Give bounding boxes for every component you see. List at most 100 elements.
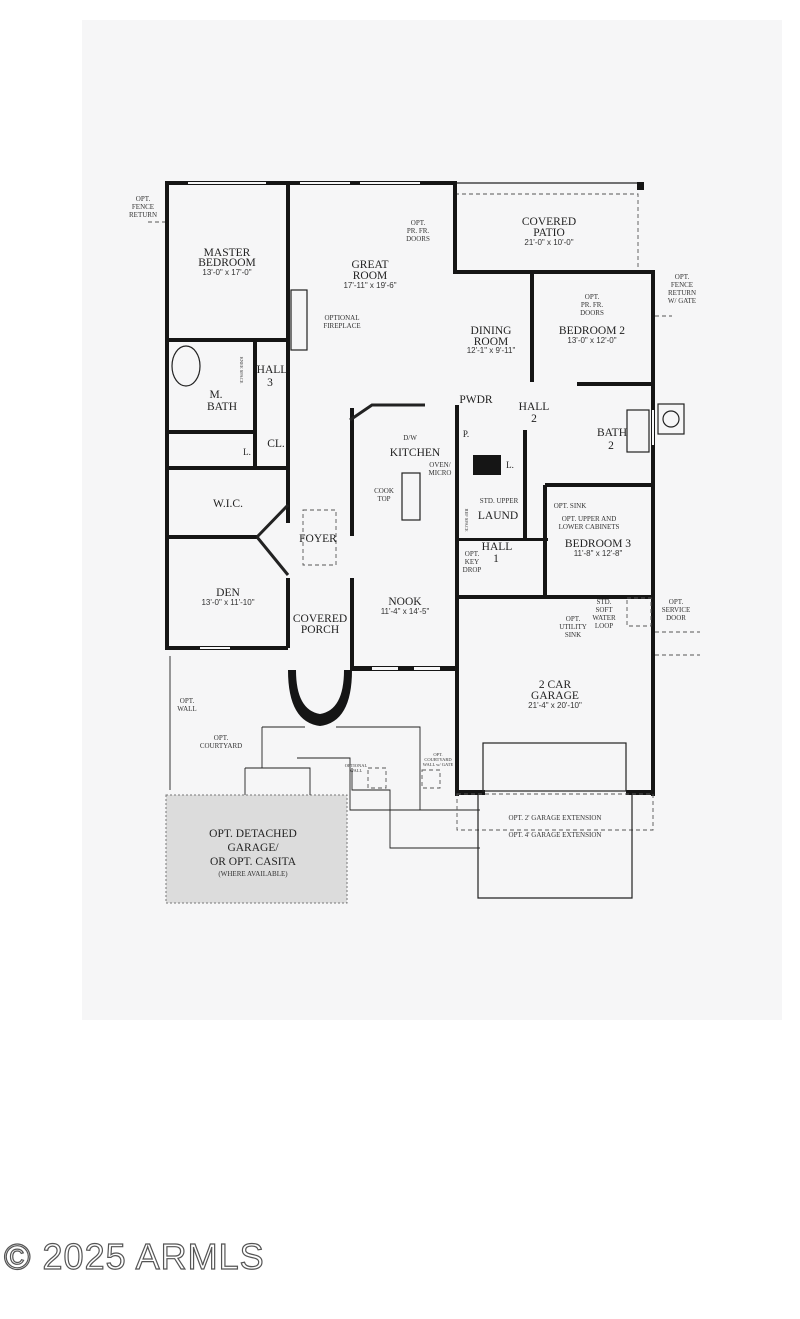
plan-note: OPT. (411, 219, 426, 227)
hall-3-label-2: 3 (267, 377, 273, 389)
plan-note: OPT. SINK (554, 502, 587, 510)
plan-note: DOOR (666, 614, 686, 622)
dining-label-2: ROOM (474, 336, 509, 348)
plan-note: UTILITY (559, 623, 587, 631)
hall-2-label-2: 2 (531, 413, 537, 425)
plan-note: REF SPACE (464, 509, 469, 532)
plan-note: OPT. (585, 293, 600, 301)
master-bedroom-label-2: BEDROOM (198, 257, 256, 269)
garage-label-2: GARAGE (531, 690, 579, 702)
plan-note: DROP (463, 566, 482, 574)
plan-note: FENCE (132, 203, 154, 211)
patio-post (637, 182, 644, 190)
tub-icon (171, 345, 201, 387)
plan-note: OPT. (675, 273, 690, 281)
plan-note: SINK (565, 631, 581, 639)
plan-note: W/ GATE (668, 297, 696, 305)
linen-label-2: L. (506, 460, 514, 470)
den-dim: 13'-0" x 11'-10" (201, 598, 254, 607)
plan-note: LOWER CABINETS (559, 523, 620, 531)
dining-label: DINING (471, 325, 512, 337)
hall-2-label: HALL (519, 401, 550, 413)
plan-note: LOOP (595, 622, 613, 630)
hall-3-label: HALL (257, 364, 288, 376)
plan-note: WALL (177, 705, 196, 713)
plan-notes: OPT. FENCE RETURN OPT. FENCE RETURN W/ G… (129, 195, 696, 878)
plan-note: OPT. DETACHED (209, 828, 297, 840)
great-room-label-2: ROOM (353, 270, 388, 282)
garage-label: 2 CAR (539, 679, 572, 691)
master-bedroom-label: MASTER (204, 247, 251, 259)
plan-note: OPT. (180, 697, 195, 705)
plan-note: OPT. (433, 752, 442, 757)
plan-note: KEY (465, 558, 479, 566)
plan-note: FENCE (671, 281, 693, 289)
bath-2-label: BATH (597, 427, 627, 439)
hall-1-label-2: 1 (493, 553, 499, 565)
angled-walls (255, 403, 425, 576)
plan-note: TOP (377, 495, 390, 503)
porch-label-2: PORCH (301, 624, 339, 636)
patio-dim: 21'-0" x 10'-0" (524, 238, 573, 247)
plan-note: OPT. UPPER AND (562, 515, 617, 523)
kitchen-label: KITCHEN (390, 447, 441, 459)
plan-note: SOFT (595, 606, 613, 614)
plan-note: WALL w/ GATE (423, 762, 454, 767)
garage-extension-4ft (477, 795, 633, 899)
ac-fan-icon (662, 410, 680, 428)
bedroom-2-dim: 13'-0" x 12'-0" (567, 336, 616, 345)
plan-note: (WHERE AVAILABLE) (218, 870, 288, 878)
plan-note: FIREPLACE (323, 322, 360, 330)
plan-note: STD. (597, 598, 612, 606)
nook-label: NOOK (388, 596, 422, 608)
plan-note: KNEE SPACE (239, 357, 244, 384)
plan-note: WALL (350, 768, 363, 773)
plan-note: WATER (592, 614, 616, 622)
garage-door (482, 742, 627, 792)
porch-arch (288, 670, 352, 726)
plan-note: OPT. (669, 598, 684, 606)
detached-garage-area (165, 794, 348, 904)
plan-note: PR. FR. (407, 227, 430, 235)
bedroom-3-label: BEDROOM 3 (565, 538, 631, 550)
plan-note: GARAGE/ (227, 842, 279, 854)
plan-note: OPT. (465, 550, 480, 558)
bedroom-2-label: BEDROOM 2 (559, 325, 625, 337)
plan-note: COOK (374, 487, 394, 495)
patio-label: COVERED (522, 216, 576, 228)
plan-note: OPT. 2' GARAGE EXTENSION (509, 814, 602, 822)
den-label: DEN (216, 587, 240, 599)
foyer-outline (302, 509, 337, 566)
patio-outline (455, 193, 639, 272)
plan-note: OPT. (214, 734, 229, 742)
bedroom-3-dim: 11'-8" x 12'-8" (574, 549, 623, 558)
plan-note: STD. UPPER (480, 497, 519, 505)
plan-note: SERVICE (662, 606, 691, 614)
courtyard-walls (169, 656, 480, 849)
garage-dim: 21'-4" x 20'-10" (528, 701, 582, 710)
plan-note: OR OPT. CASITA (210, 856, 297, 868)
porch-label: COVERED (293, 613, 347, 625)
bath-2-tub-icon (626, 409, 650, 453)
nook-dim: 11'-4" x 14'-5" (381, 607, 430, 616)
garage-extension-2ft (456, 793, 654, 831)
plan-note: RETURN (129, 211, 157, 219)
plan-note: PR. FR. (581, 301, 604, 309)
laundry-label: LAUND (478, 510, 518, 522)
plan-note: OPT. 4' GARAGE EXTENSION (509, 831, 602, 839)
plan-note: COURTYARD (424, 757, 452, 762)
wic-label: W.I.C. (213, 498, 243, 510)
ac-unit-icon (657, 403, 685, 435)
patio-label-2: PATIO (533, 227, 565, 239)
plan-note: D/W (403, 434, 417, 442)
dining-dim: 12'-1" x 9'-11" (467, 346, 516, 355)
plan-note: OVEN/ (429, 461, 450, 469)
plan-note: DOORS (580, 309, 604, 317)
bath-2-label-2: 2 (608, 440, 614, 452)
m-bath-label-2: BATH (207, 401, 237, 413)
armls-watermark: © 2025 ARMLS (3, 1235, 265, 1277)
room-labels: MASTER BEDROOM 13'-0" x 17'-0" GREAT ROO… (198, 216, 631, 710)
windows (188, 182, 654, 670)
fireplace (290, 289, 308, 351)
